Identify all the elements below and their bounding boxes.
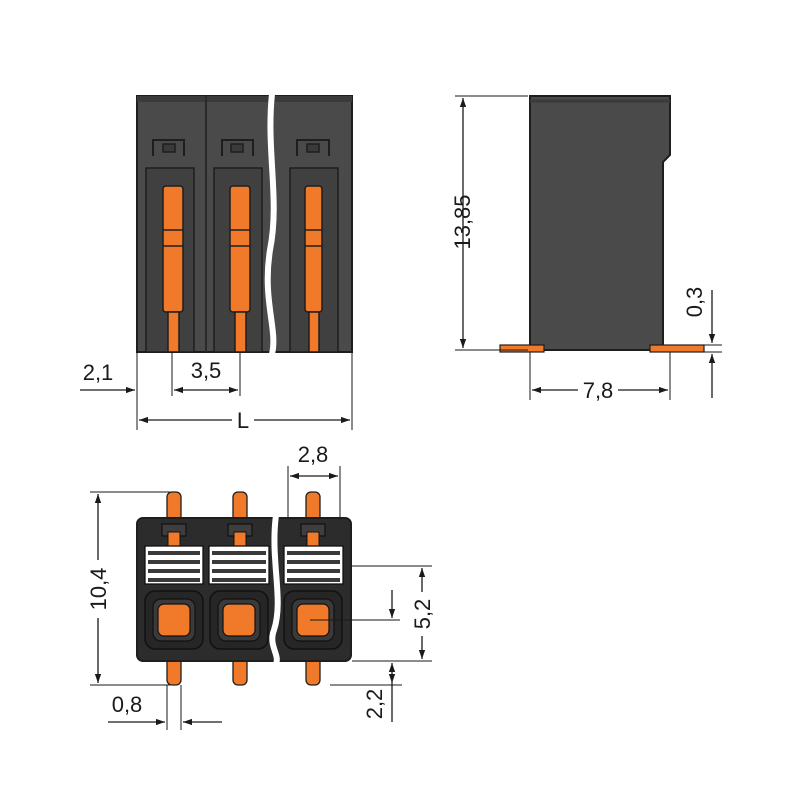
contact-pin-1 [162,185,184,353]
side-view: 13,85 0,3 7,8 [450,95,722,403]
front-view: 2,1 3,5 L [80,93,353,433]
latch-notch-3 [296,139,330,156]
dim-bottom-pitch: 2,8 [287,442,341,520]
label-0-8: 0,8 [112,692,143,717]
label-7-8: 7,8 [583,378,614,403]
label-2-2: 2,2 [362,689,387,720]
dim-bottom-button-height: 5,2 [310,565,435,662]
dim-side-pin-offset: 0,3 [682,287,722,398]
front-top-band [137,96,352,102]
label-2-8: 2,8 [298,442,329,467]
bottom-pole-1 [144,523,204,650]
bottom-break-line [269,514,281,666]
label-3-5: 3,5 [191,358,222,383]
label-0-3: 0,3 [682,287,707,318]
label-2-1: 2,1 [83,360,114,385]
side-pin-left [499,344,545,353]
front-break-line [264,93,277,355]
label-5-2: 5,2 [410,599,435,630]
side-housing [529,95,671,351]
dim-bottom-pin-protrusion: 2,2 [330,663,402,722]
dim-bottom-pin-width: 0,8 [108,685,222,730]
latch-notch-1 [152,139,185,156]
dim-front-left-offset: 2,1 [80,352,173,430]
side-pin-right [649,344,705,353]
dim-bottom-height: 10,4 [86,491,170,686]
bottom-view: 2,8 10,4 5,2 2,2 [86,442,435,730]
bottom-pole-2 [208,523,270,650]
label-10-4: 10,4 [86,568,111,611]
dim-front-length: L [139,352,353,433]
latch-notch-2 [221,139,254,156]
dim-side-height: 13,85 [450,95,528,351]
label-13-85: 13,85 [450,194,475,249]
dim-front-pitch: 3,5 [174,352,241,396]
label-L: L [237,408,249,433]
dim-side-depth: 7,8 [529,352,671,403]
contact-pin-3 [304,185,323,353]
